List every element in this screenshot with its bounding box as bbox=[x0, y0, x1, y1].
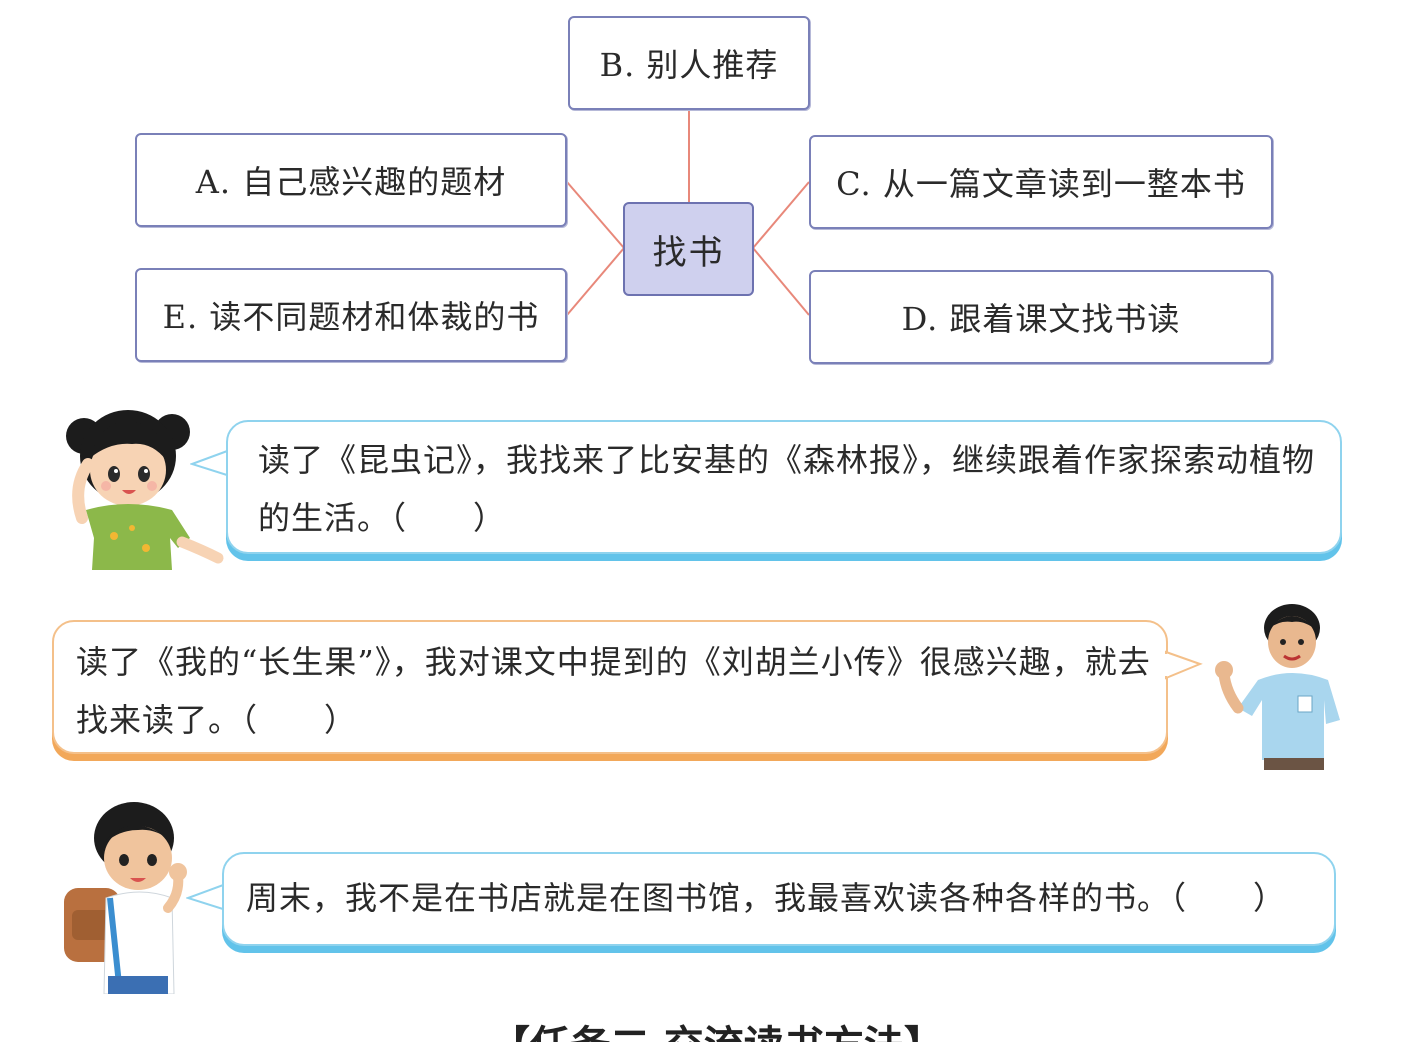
bubble-2-line-2: 找来读了。（ ） bbox=[76, 691, 1166, 749]
speech-bubble-1: 读了《昆虫记》，我找来了比安基的《森林报》，继续跟着作家探索动植物 的生活。（ … bbox=[226, 420, 1342, 554]
option-e-label: E. 读不同题材和体裁的书 bbox=[163, 292, 540, 338]
bubble-2-tail bbox=[1164, 648, 1204, 684]
bubble-3-line-1: 周末，我不是在书店就是在图书馆，我最喜欢读各种各样的书。（ ） bbox=[246, 869, 1334, 927]
option-b-box: B. 别人推荐 bbox=[568, 16, 810, 110]
option-e-box: E. 读不同题材和体裁的书 bbox=[135, 268, 567, 362]
option-c-label: C. 从一篇文章读到一整本书 bbox=[836, 159, 1246, 205]
option-b-label: B. 别人推荐 bbox=[600, 40, 779, 86]
section-title: 【任务二 交流读书方法】 bbox=[490, 1016, 950, 1042]
option-d-label: D. 跟着课文找书读 bbox=[902, 294, 1181, 340]
speech-bubble-2: 读了《我的“长生果”》，我对课文中提到的《刘胡兰小传》很感兴趣，就去 找来读了。… bbox=[52, 620, 1168, 754]
girl-avatar bbox=[62, 398, 232, 570]
center-node: 找书 bbox=[623, 202, 754, 296]
boy-waving-avatar bbox=[1208, 600, 1358, 770]
bubble-1-line-2: 的生活。（ ） bbox=[258, 489, 1340, 547]
boy-backpack-avatar bbox=[60, 798, 200, 994]
option-c-box: C. 从一篇文章读到一整本书 bbox=[809, 135, 1273, 229]
option-a-label: A. 自己感兴趣的题材 bbox=[196, 157, 506, 203]
bubble-2-line-1: 读了《我的“长生果”》，我对课文中提到的《刘胡兰小传》很感兴趣，就去 bbox=[76, 633, 1166, 691]
option-a-box: A. 自己感兴趣的题材 bbox=[135, 133, 567, 227]
option-d-box: D. 跟着课文找书读 bbox=[809, 270, 1273, 364]
bubble-1-line-1: 读了《昆虫记》，我找来了比安基的《森林报》，继续跟着作家探索动植物 bbox=[258, 431, 1340, 489]
speech-bubble-3: 周末，我不是在书店就是在图书馆，我最喜欢读各种各样的书。（ ） bbox=[222, 852, 1336, 946]
center-node-label: 找书 bbox=[653, 225, 725, 274]
